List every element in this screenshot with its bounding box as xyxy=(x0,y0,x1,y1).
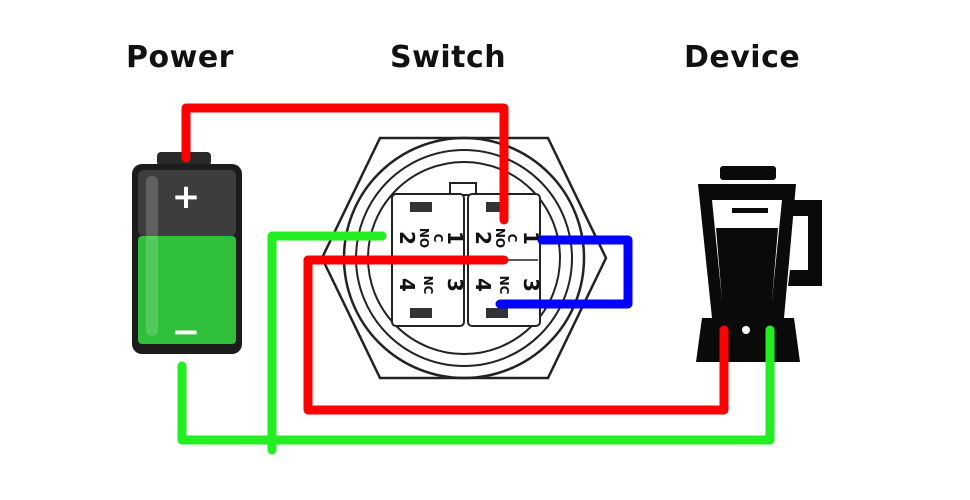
blender-power-button xyxy=(742,326,750,334)
battery-charge-level xyxy=(138,236,236,344)
switch-terminal-tab xyxy=(410,202,432,212)
pin-4-left-label: 4 xyxy=(395,278,419,292)
wires xyxy=(177,103,775,455)
blender-fill-line xyxy=(732,208,768,213)
device-label: Device xyxy=(684,40,801,75)
no-right-label: NO xyxy=(493,228,507,248)
battery-empty-area xyxy=(138,170,236,236)
nc-right-label: NC xyxy=(497,276,511,295)
pin-2-right-label: 2 xyxy=(471,231,495,245)
red-wire-switch-to-device xyxy=(303,255,729,415)
blender-jar-fill xyxy=(716,228,778,300)
blender-device xyxy=(696,166,822,362)
power-label: Power xyxy=(126,40,234,75)
switch-terminal-tab xyxy=(486,308,508,318)
c-right-label: C xyxy=(505,234,519,243)
pin-3-left-label: 3 xyxy=(443,278,467,292)
battery-shine xyxy=(146,176,158,336)
switch-terminal-tab xyxy=(410,308,432,318)
battery-negative-symbol: − xyxy=(172,312,201,352)
pin-3-right-label: 3 xyxy=(519,278,543,292)
battery: + − xyxy=(132,152,242,354)
pin-4-right-label: 4 xyxy=(471,278,495,292)
blue-wire-jumper xyxy=(495,235,633,309)
green-wire-battery-ground xyxy=(177,325,775,445)
red-wire-power-to-switch xyxy=(181,103,509,225)
pin-1-right-label: 1 xyxy=(519,231,543,245)
nc-left-label: NC xyxy=(421,276,435,295)
blender-lid xyxy=(720,166,776,180)
c-left-label: C xyxy=(431,234,445,243)
blender-handle xyxy=(788,200,822,286)
pin-2-left-label: 2 xyxy=(395,231,419,245)
switch-terminal-tab xyxy=(486,202,508,212)
green-wire-switch-branch xyxy=(267,231,387,455)
switch-label: Switch xyxy=(390,40,507,75)
no-left-label: NO xyxy=(417,228,431,248)
battery-positive-symbol: + xyxy=(172,177,201,217)
pin-1-left-label: 1 xyxy=(443,231,467,245)
blender-base xyxy=(696,318,800,362)
